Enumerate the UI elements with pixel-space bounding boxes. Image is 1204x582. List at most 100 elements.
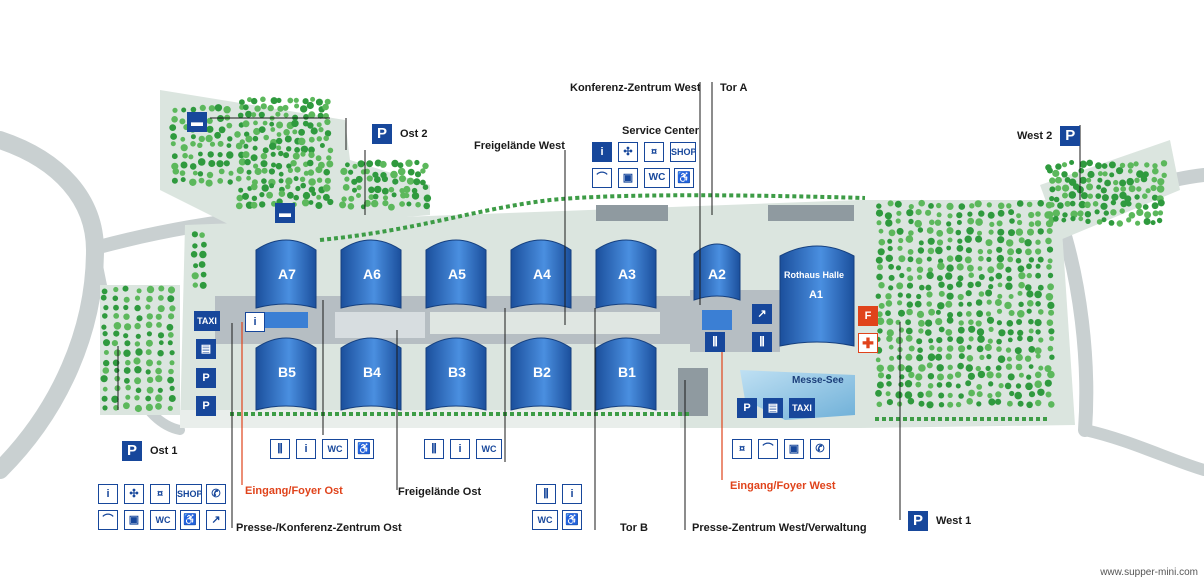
wc-icon[interactable]: WC: [532, 510, 558, 530]
phone-icon[interactable]: ✆: [810, 439, 830, 459]
parking-ost-1[interactable]: P Ost 1: [122, 441, 178, 461]
tree: [887, 245, 893, 252]
tree: [886, 399, 894, 406]
tree: [190, 141, 196, 147]
tree: [1046, 319, 1054, 327]
tree: [1026, 290, 1034, 298]
escalator-icon[interactable]: ↗: [206, 510, 226, 530]
tree: [875, 256, 883, 264]
money-exchange-icon[interactable]: ¤: [644, 142, 664, 162]
tree: [199, 104, 206, 111]
tree: [889, 355, 895, 361]
tree: [1126, 217, 1132, 223]
hall-b2[interactable]: B2: [533, 364, 551, 380]
parking-west-2[interactable]: West 2 P: [1017, 126, 1081, 146]
wc-icon[interactable]: WC: [644, 168, 670, 188]
tree: [967, 372, 976, 380]
tree: [1070, 216, 1076, 222]
hall-b5[interactable]: B5: [278, 364, 296, 380]
hall-a1[interactable]: A1: [808, 289, 824, 301]
tree: [888, 344, 894, 350]
tree: [1100, 187, 1107, 194]
tree: [946, 292, 954, 300]
restaurant-icon[interactable]: ⫼: [705, 332, 725, 352]
tree: [226, 143, 232, 149]
hall-b4[interactable]: B4: [363, 364, 381, 380]
tree: [341, 196, 347, 202]
tree: [246, 175, 252, 181]
accessible-wc-icon[interactable]: ♿: [674, 168, 694, 188]
meeting-point-icon[interactable]: ✣: [618, 142, 638, 162]
tree: [898, 237, 904, 244]
accessible-wc-icon[interactable]: ♿: [354, 439, 374, 459]
shop-icon[interactable]: SHOP: [670, 142, 696, 162]
tree: [1086, 183, 1094, 191]
phone-icon[interactable]: ✆: [206, 484, 226, 504]
parking-ost-2[interactable]: P Ost 2: [372, 124, 428, 144]
label-ost-1: Ost 1: [150, 445, 178, 457]
tree: [352, 163, 358, 169]
tree: [988, 326, 994, 332]
accessible-wc-icon[interactable]: ♿: [562, 510, 582, 530]
tree: [936, 346, 943, 353]
wc-icon[interactable]: WC: [150, 510, 176, 530]
tree: [1017, 290, 1023, 296]
money-exchange-icon[interactable]: ¤: [732, 439, 752, 459]
tree: [996, 254, 1005, 263]
hall-a6[interactable]: A6: [363, 266, 381, 282]
wardrobe-icon[interactable]: ⌒: [98, 510, 118, 530]
tree: [295, 185, 301, 192]
hall-a5[interactable]: A5: [448, 266, 466, 282]
locker-icon[interactable]: ▣: [124, 510, 144, 530]
money-exchange-icon[interactable]: ¤: [150, 484, 170, 504]
tree: [103, 350, 109, 355]
first-aid-icon[interactable]: ✚: [858, 333, 878, 353]
info-icon[interactable]: i: [98, 484, 118, 504]
tree: [965, 311, 972, 317]
tree: [250, 154, 258, 162]
tree: [1044, 365, 1052, 373]
tree: [223, 106, 231, 114]
wardrobe-icon[interactable]: ⌒: [592, 168, 612, 188]
hall-a7[interactable]: A7: [278, 266, 296, 282]
shop-icon[interactable]: SHOP: [176, 484, 202, 504]
locker-icon[interactable]: ▣: [784, 439, 804, 459]
taxi-icon[interactable]: TAXI: [194, 311, 220, 331]
hall-shape-b2: [510, 337, 572, 411]
hall-b3[interactable]: B3: [448, 364, 466, 380]
parking-west-1[interactable]: P West 1: [908, 511, 971, 531]
meeting-point-icon[interactable]: ✣: [124, 484, 144, 504]
tree: [102, 386, 108, 392]
tree: [918, 319, 925, 327]
hall-a2[interactable]: A2: [708, 266, 726, 282]
hall-b1[interactable]: B1: [618, 364, 636, 380]
info-icon[interactable]: i: [592, 142, 612, 162]
tree: [102, 405, 108, 411]
restaurant-icon[interactable]: ⫼: [536, 484, 556, 504]
tree: [1152, 163, 1158, 169]
wc-icon[interactable]: WC: [476, 439, 502, 459]
taxi-icon[interactable]: TAXI: [789, 398, 815, 418]
restaurant-icon[interactable]: ⫼: [752, 332, 772, 352]
tree: [885, 374, 892, 380]
tree: [1037, 228, 1044, 235]
tree: [125, 359, 131, 366]
restaurant-icon[interactable]: ⫼: [424, 439, 444, 459]
wc-icon[interactable]: WC: [322, 439, 348, 459]
tree: [955, 229, 962, 236]
accessible-wc-icon[interactable]: ♿: [180, 510, 200, 530]
tree: [189, 178, 197, 186]
tree: [283, 129, 290, 136]
info-icon[interactable]: i: [296, 439, 316, 459]
tree: [294, 147, 300, 153]
info-desk-icon[interactable]: i: [245, 312, 265, 332]
hall-a4[interactable]: A4: [533, 266, 551, 282]
info-icon[interactable]: i: [562, 484, 582, 504]
info-icon[interactable]: i: [450, 439, 470, 459]
restaurant-icon[interactable]: ⫼: [270, 439, 290, 459]
hall-a3[interactable]: A3: [618, 266, 636, 282]
tree: [1017, 265, 1025, 273]
wardrobe-icon[interactable]: ⌒: [758, 439, 778, 459]
tree: [1026, 335, 1034, 343]
locker-icon[interactable]: ▣: [618, 168, 638, 188]
